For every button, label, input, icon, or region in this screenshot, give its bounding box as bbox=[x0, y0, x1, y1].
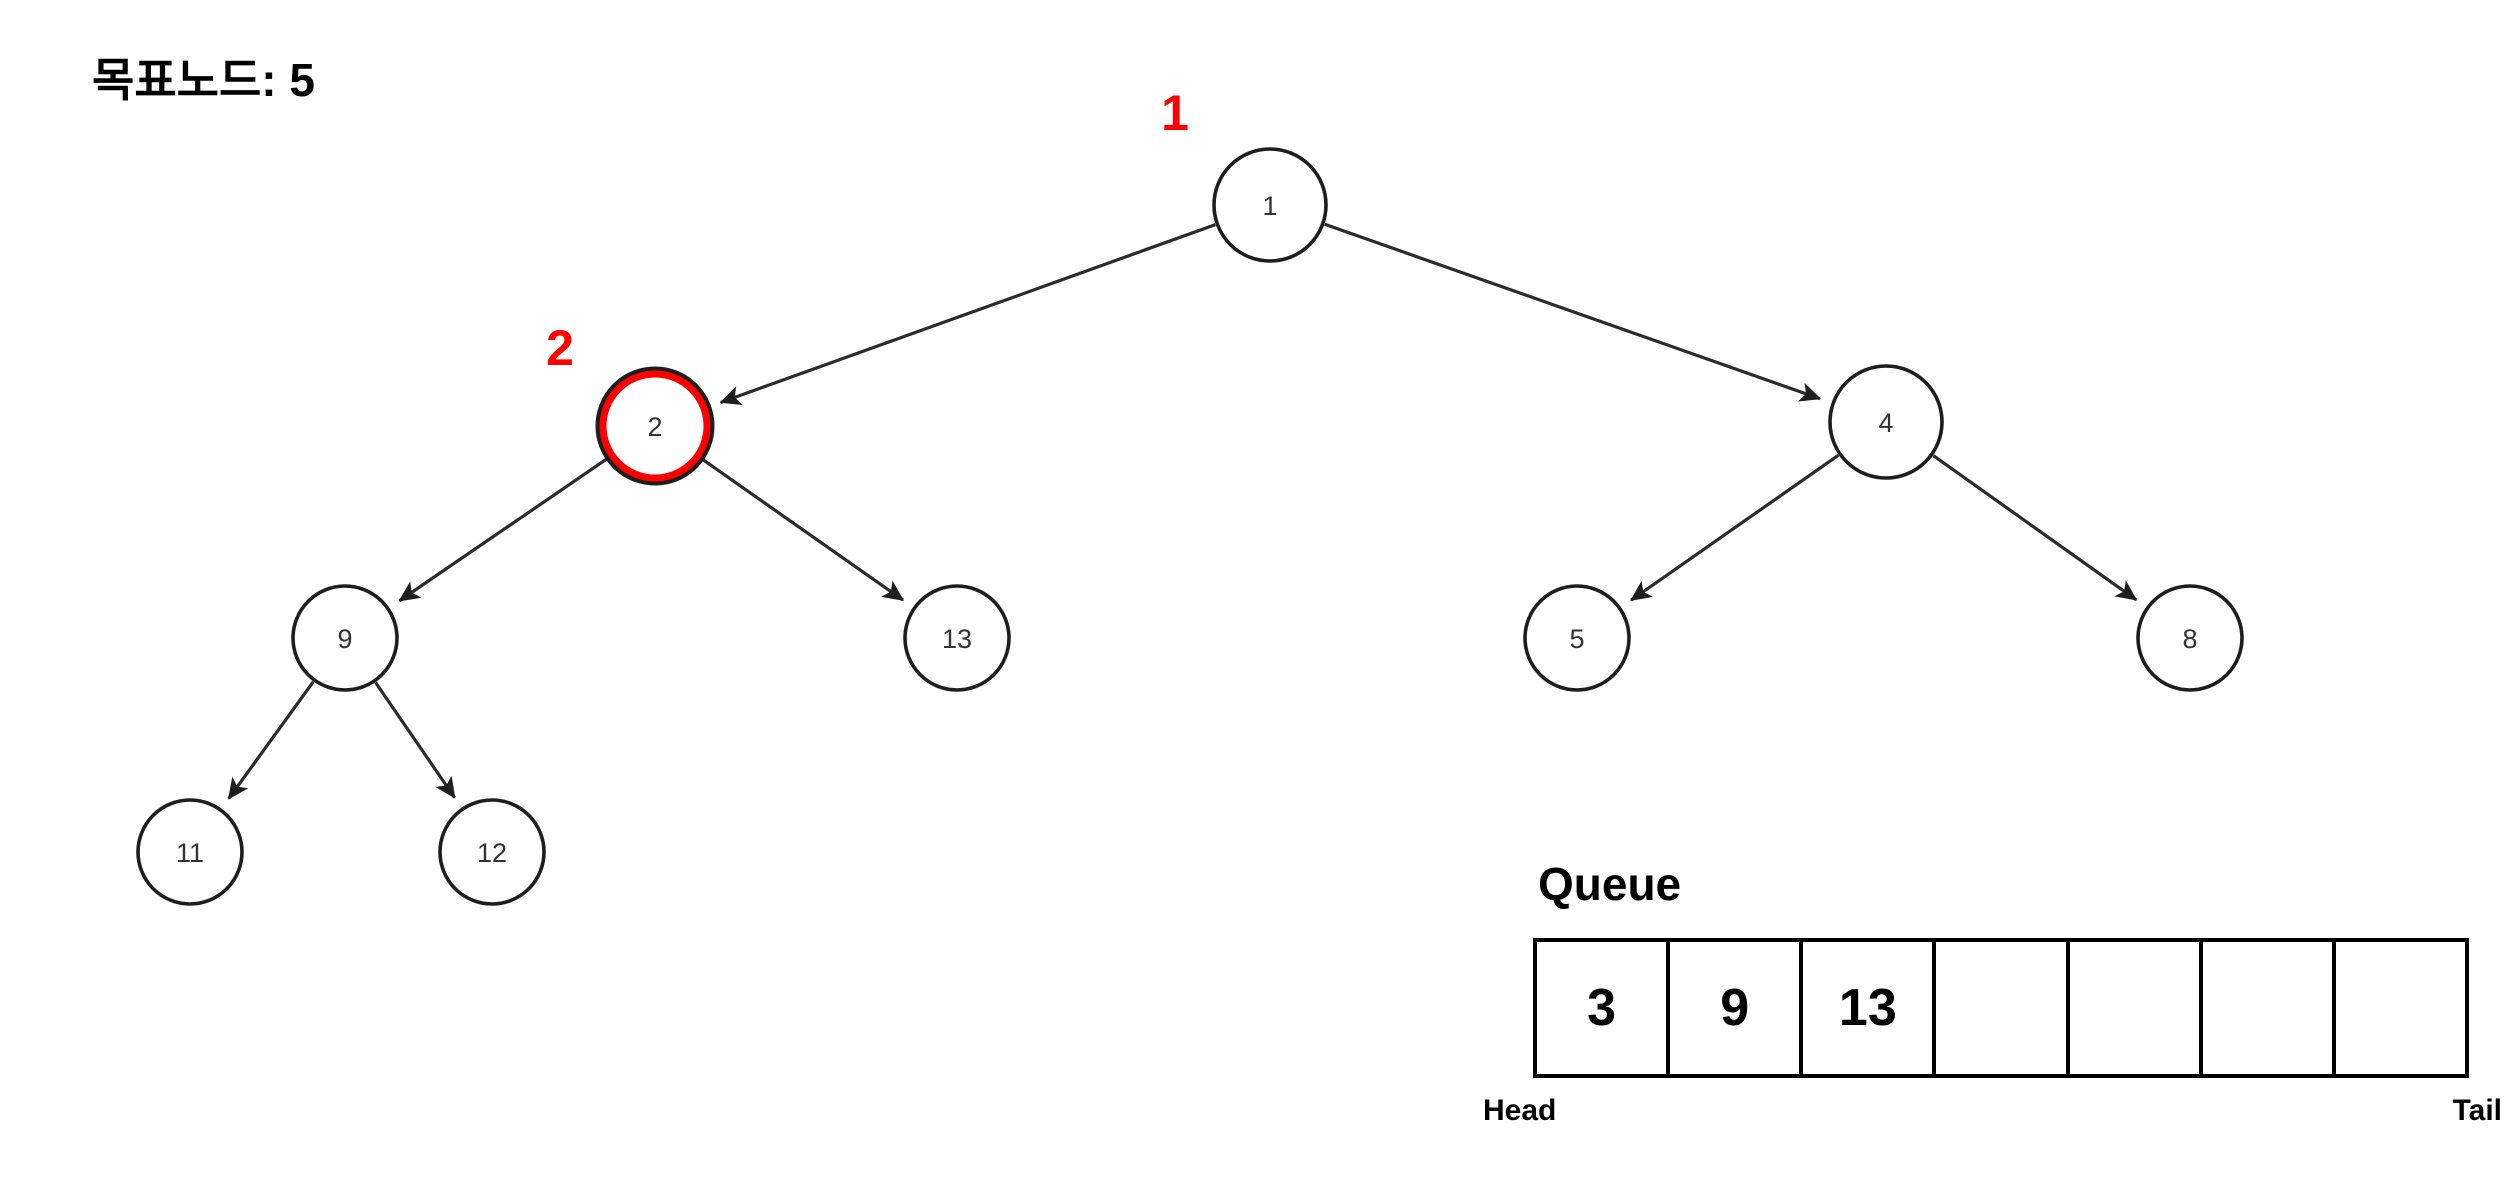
tree-node-12[interactable]: 12 bbox=[438, 798, 546, 906]
tree-node-4[interactable]: 4 bbox=[1828, 364, 1944, 480]
queue-cell-2[interactable]: 13 bbox=[1803, 942, 1937, 1074]
queue-cell-1[interactable]: 9 bbox=[1670, 942, 1804, 1074]
node-outline bbox=[291, 584, 399, 692]
node-value-label: 9 bbox=[337, 624, 352, 654]
node-outline bbox=[2136, 584, 2244, 692]
tree-node-2[interactable]: 2 bbox=[595, 366, 715, 486]
page-title: 목표노드: 5 bbox=[92, 54, 315, 106]
tree-node-1[interactable]: 1 bbox=[1212, 147, 1328, 263]
tree-node-8[interactable]: 8 bbox=[2136, 584, 2244, 692]
node-value-label: 13 bbox=[942, 624, 972, 654]
tree-edge-9-to-12 bbox=[374, 681, 456, 799]
visit-order-label-2: 2 bbox=[546, 320, 574, 376]
queue-head-label: Head bbox=[1483, 1094, 1557, 1127]
queue-cell-0[interactable]: 3 bbox=[1537, 942, 1671, 1074]
node-highlight-ring bbox=[599, 370, 711, 482]
node-outline bbox=[438, 798, 546, 906]
queue-cell-4[interactable] bbox=[2070, 942, 2203, 1074]
queue-cell-6[interactable] bbox=[2336, 942, 2465, 1074]
node-value-label: 12 bbox=[477, 838, 507, 868]
tree-edge-1-to-4 bbox=[1324, 222, 1822, 402]
node-value-label: 5 bbox=[1569, 624, 1584, 654]
tree-edge-1-to-2 bbox=[719, 223, 1216, 405]
visit-order-labels: 12 bbox=[546, 85, 1189, 376]
node-value-label: 11 bbox=[176, 838, 204, 868]
queue-tail-label: Tail bbox=[2452, 1094, 2502, 1127]
tree-node-11[interactable]: 11 bbox=[136, 798, 244, 906]
node-value-label: 4 bbox=[1878, 408, 1893, 438]
node-value-label: 2 bbox=[647, 412, 662, 442]
tree-edge-9-to-11 bbox=[227, 680, 315, 800]
node-value-label: 1 bbox=[1262, 191, 1277, 221]
tree-edge-2-to-9 bbox=[398, 457, 609, 603]
node-outline bbox=[1523, 584, 1631, 692]
node-outline bbox=[136, 798, 244, 906]
queue-heading: Queue bbox=[1538, 858, 1682, 910]
tree-edge-4-to-8 bbox=[1932, 454, 2138, 602]
node-outline bbox=[1212, 147, 1328, 263]
queue-cell-5[interactable] bbox=[2203, 942, 2336, 1074]
node-value-label: 8 bbox=[2182, 624, 2197, 654]
tree-edge-2-to-13 bbox=[701, 458, 905, 602]
node-outline bbox=[595, 366, 715, 486]
tree-node-13[interactable]: 13 bbox=[903, 584, 1011, 692]
tree-edges bbox=[227, 222, 2138, 800]
visit-order-label-1: 1 bbox=[1161, 85, 1189, 141]
node-outline bbox=[1828, 364, 1944, 480]
tree-edge-4-to-5 bbox=[1630, 453, 1840, 602]
node-outline bbox=[903, 584, 1011, 692]
tree-node-9[interactable]: 9 bbox=[291, 584, 399, 692]
tree-node-5[interactable]: 5 bbox=[1523, 584, 1631, 692]
queue-cell-3[interactable] bbox=[1936, 942, 2070, 1074]
